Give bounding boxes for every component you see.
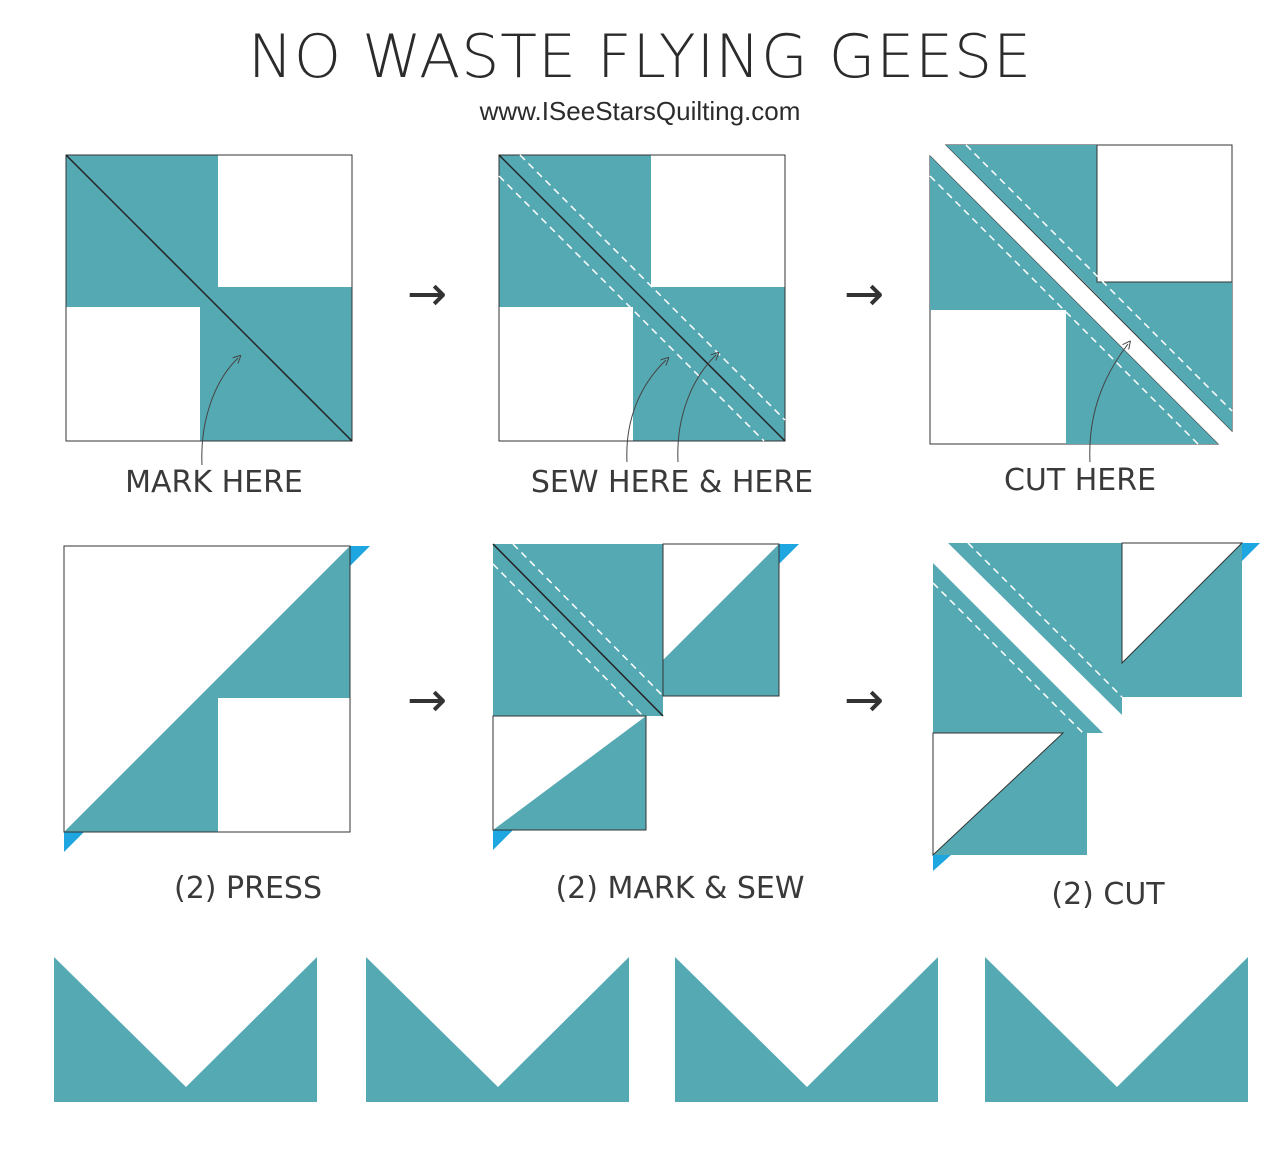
flying-geese-unit-2	[366, 957, 629, 1102]
step1-label: MARK HERE	[125, 465, 303, 500]
step1-block	[65, 154, 353, 466]
step-arrow-3: →	[407, 672, 447, 728]
step4-block	[63, 545, 370, 852]
step2-block	[498, 154, 786, 463]
website-url: www.ISeeStarsQuilting.com	[479, 96, 801, 126]
mark-line	[65, 154, 353, 442]
step4-label: (2) PRESS	[174, 871, 322, 906]
step5-block	[492, 543, 799, 850]
step3-label: CUT HERE	[1004, 463, 1156, 498]
step6-label: (2) CUT	[1051, 877, 1165, 912]
page-title: NO WASTE FLYING GEESE	[247, 22, 1033, 92]
pointer-arrow	[201, 358, 238, 466]
mark-line	[498, 154, 786, 442]
flying-geese-unit-3	[675, 957, 938, 1102]
step-arrow-1: →	[407, 266, 447, 322]
stitch-line-2	[519, 154, 786, 421]
stitch-line-1	[498, 175, 765, 442]
step6-block	[932, 542, 1260, 871]
flying-geese-unit-1	[54, 957, 317, 1102]
step3-block	[929, 144, 1233, 463]
step-arrow-2: →	[844, 266, 884, 322]
step5-label: (2) MARK & SEW	[555, 871, 804, 906]
step2-label: SEW HERE & HERE	[531, 465, 813, 500]
step-arrow-4: →	[844, 672, 884, 728]
flying-geese-unit-4	[985, 957, 1248, 1102]
